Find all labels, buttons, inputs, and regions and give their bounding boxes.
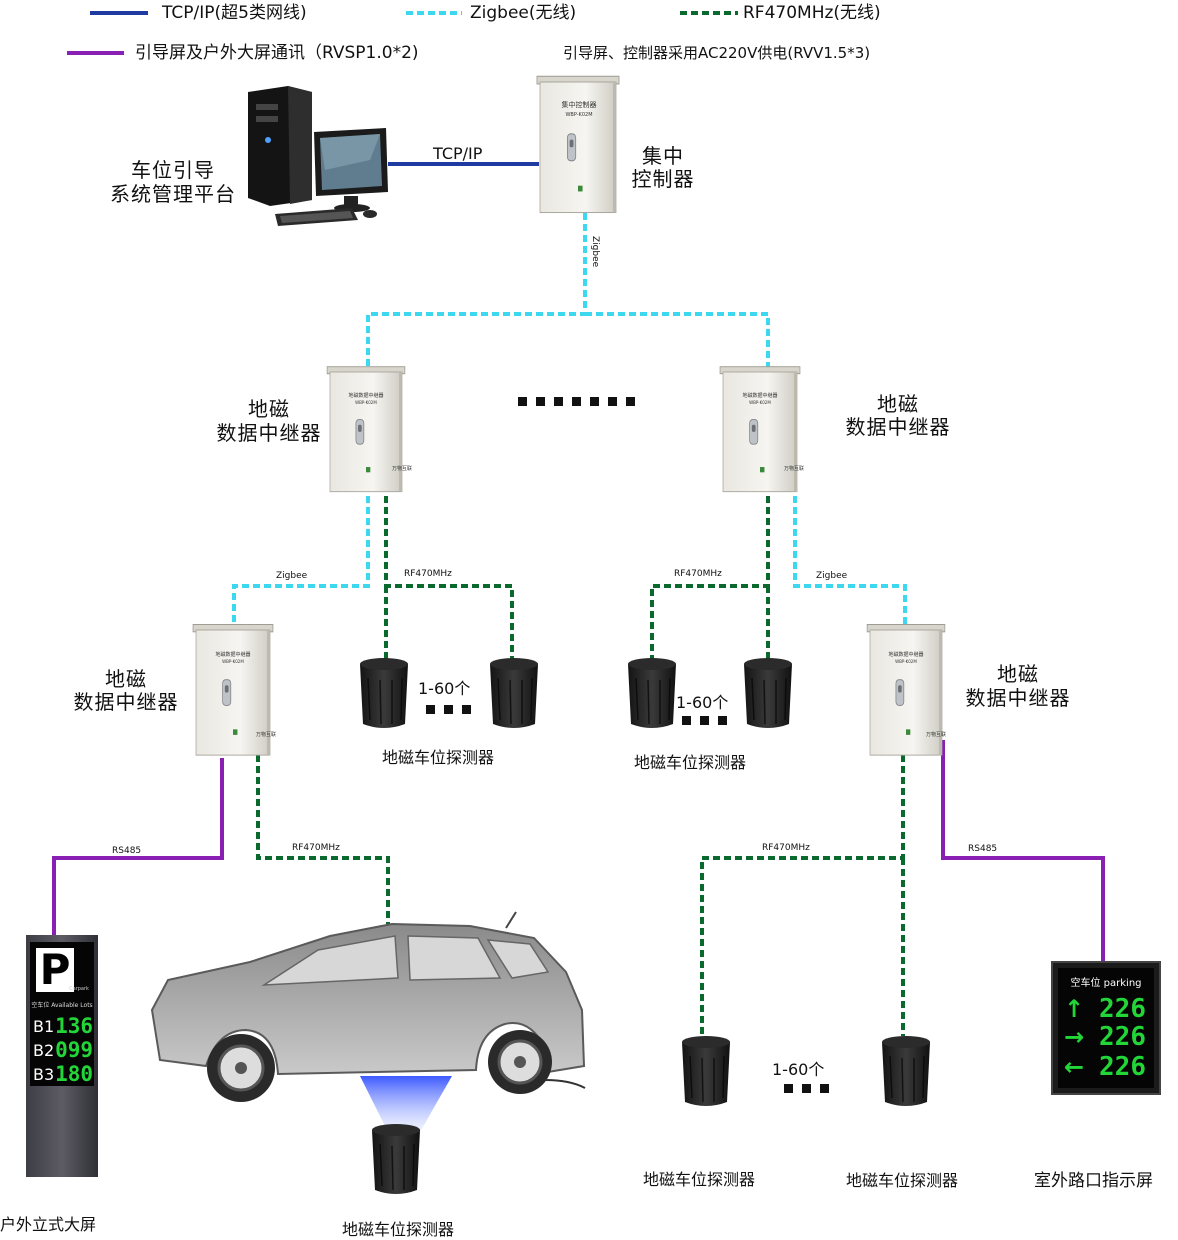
arrow-left-icon: ←: [1064, 1053, 1084, 1081]
tower-p-sign: P: [40, 945, 71, 994]
zigbee-relay-right: [793, 485, 907, 630]
tower-value-1: 136: [55, 1014, 93, 1038]
rf-label-car: RF470MHz: [292, 843, 340, 853]
detector-icon: [627, 657, 677, 729]
detection-beam: [360, 1076, 452, 1132]
road-value-2: 226: [1099, 1022, 1146, 1052]
ellipsis-dots: [426, 397, 829, 1093]
controller-label-2: 控制器: [631, 167, 695, 191]
relay-brand: 万物互联: [256, 731, 276, 738]
relay-plate-title: 地磁数据中继器: [888, 651, 923, 658]
rf-link-car: [256, 755, 390, 930]
rf-label-left: RF470MHz: [404, 569, 452, 579]
pc-mouse: [363, 210, 377, 218]
detector-label-bottom-1: 地磁车位探测器: [643, 1170, 756, 1189]
pc-workstation: [248, 86, 388, 226]
zigbee-vertical-label: Zigbee: [590, 236, 600, 268]
relay-label-tr-1: 地磁: [877, 392, 919, 416]
tower-available-text: 空车位 Available Lots: [31, 1001, 92, 1009]
car-illustration: [150, 911, 586, 1102]
rf-link-bottom-right: [700, 755, 905, 1036]
count-label-right: 1-60个: [676, 693, 729, 712]
relay-plate-model: WBP-K02M: [895, 659, 917, 664]
zigbee-label-left: Zigbee: [276, 571, 308, 581]
relay-label-br-2: 数据中继器: [965, 686, 1071, 710]
rs485-link-right: [941, 740, 1105, 962]
arrow-right-icon: →: [1064, 1023, 1084, 1051]
relay-plate-model: WBP-K02M: [355, 400, 377, 405]
detector-icon: [359, 657, 409, 729]
road-screen-title: 空车位 parking: [1070, 976, 1141, 989]
tower-carpark-text: Carpark: [69, 986, 89, 992]
relay-label-tr-2: 数据中继器: [845, 415, 951, 439]
detector-icon: [371, 1123, 421, 1195]
road-value-3: 226: [1099, 1052, 1146, 1082]
legend-zigbee-text: Zigbee(无线): [470, 3, 577, 23]
relay-brand: 万物互联: [926, 731, 946, 738]
tower-floor-1: B1: [33, 1017, 54, 1036]
controller-plate-model: WBP-K02M: [565, 112, 592, 118]
road-screen-label: 室外路口指示屏: [1034, 1171, 1153, 1191]
controller-label-1: 集中: [642, 144, 684, 168]
rf-link-right-top: [650, 485, 770, 662]
platform-label-1: 车位引导: [131, 158, 215, 182]
road-value-1: 226: [1099, 994, 1146, 1024]
relay-cabinet-top-right: [719, 366, 801, 493]
tower-floor-3: B3: [33, 1065, 54, 1084]
relay-label-br-1: 地磁: [997, 662, 1039, 686]
detector-icon: [681, 1035, 731, 1107]
detector-icon: [881, 1035, 931, 1107]
rs485-label-right: RS485: [968, 844, 997, 854]
tower-value-2: 099: [55, 1038, 93, 1062]
arrow-up-icon: ↑: [1064, 995, 1084, 1023]
relay-plate-title: 地磁数据中继器: [215, 651, 250, 658]
detector-icon: [489, 657, 539, 729]
relay-label-tl-2: 数据中继器: [216, 421, 322, 445]
rs485-label-left: RS485: [112, 846, 141, 856]
legend-tcp-text: TCP/IP(超5类网线): [162, 3, 307, 23]
relay-plate-model: WBP-K02M: [222, 659, 244, 664]
connections: [52, 162, 1105, 1036]
relay-plate-title: 地磁数据中继器: [348, 392, 383, 399]
tcp-link-label: TCP/IP: [433, 144, 483, 163]
detector-label-car: 地磁车位探测器: [342, 1220, 455, 1239]
relay-plate-model: WBP-K02M: [749, 400, 771, 405]
detector-icon: [743, 657, 793, 729]
zigbee-trunk-left: [366, 213, 587, 372]
relay-label-bl-1: 地磁: [105, 667, 147, 691]
zigbee-trunk-right: [585, 312, 770, 372]
relay-label-tl-1: 地磁: [248, 397, 290, 421]
relay-label-bl-2: 数据中继器: [73, 690, 179, 714]
relay-cabinet-top-left: [326, 366, 406, 493]
tower-value-3: 180: [55, 1062, 93, 1086]
controller-plate-title: 集中控制器: [562, 100, 597, 109]
legend: [67, 11, 738, 55]
detector-label-top-left: 地磁车位探测器: [382, 748, 495, 767]
tower-floor-2: B2: [33, 1041, 54, 1060]
count-label-bottom: 1-60个: [772, 1060, 825, 1079]
platform-label-2: 系统管理平台: [110, 182, 236, 206]
outdoor-tower-screen: P Carpark 空车位 Available Lots B1 136 B2 0…: [26, 935, 98, 1177]
rf-label-right: RF470MHz: [674, 569, 722, 579]
detector-label-top-right: 地磁车位探测器: [634, 753, 747, 772]
relay-brand: 万物互联: [392, 465, 412, 472]
legend-rf-text: RF470MHz(无线): [743, 3, 881, 23]
zigbee-relay-left: [232, 496, 370, 630]
relay-plate-title: 地磁数据中继器: [742, 392, 777, 399]
relay-brand: 万物互联: [784, 465, 804, 472]
legend-rvsp-text: 引导屏及户外大屏通讯（RVSP1.0*2): [135, 43, 419, 63]
rf-link-left-top: [384, 496, 514, 662]
rs485-link-left: [52, 758, 224, 937]
road-guide-screen: 空车位 parking ↑ 226 → 226 ← 226: [1051, 961, 1161, 1095]
rf-label-bottom-right: RF470MHz: [762, 843, 810, 853]
outdoor-tower-label: 户外立式大屏: [0, 1215, 97, 1234]
legend-power-text: 引导屏、控制器采用AC220V供电(RVV1.5*3): [563, 44, 871, 62]
detector-label-bottom-2: 地磁车位探测器: [846, 1171, 959, 1190]
count-label-left: 1-60个: [418, 679, 471, 698]
controller-cabinet: [536, 75, 620, 214]
zigbee-label-right: Zigbee: [816, 571, 848, 581]
